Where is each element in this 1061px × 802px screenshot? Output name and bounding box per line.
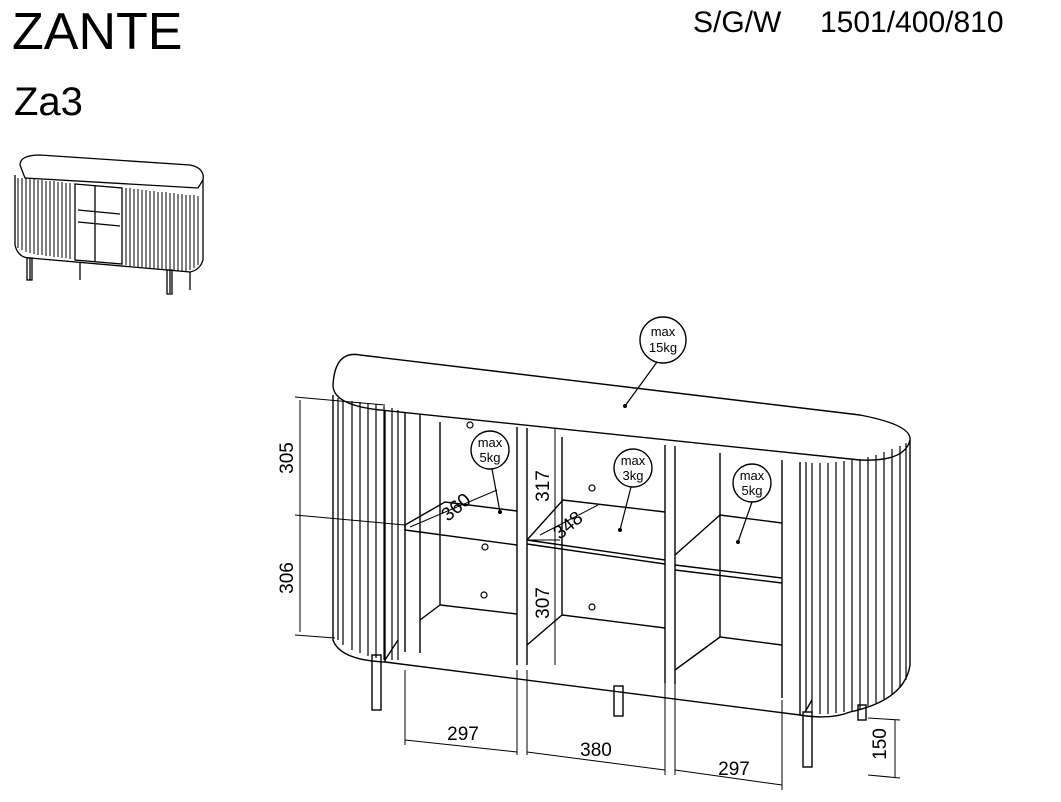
dim-mid-upper-height: 317 (533, 470, 554, 502)
load-label-top-line2: 15kg (649, 340, 677, 355)
product-title: ZANTE (12, 3, 183, 61)
load-label-mid-line1: max (621, 453, 646, 468)
load-label-right-line2: 5kg (742, 483, 763, 498)
load-label-mid-line2: 3kg (623, 468, 644, 483)
load-label-left-line1: max (478, 435, 503, 450)
load-label-right-line1: max (740, 468, 765, 483)
dimension-codes: S/G/W (693, 6, 782, 39)
dim-mid-lower-height: 307 (533, 587, 554, 619)
dim-left-shelf-depth: 360 (438, 490, 476, 526)
dim-left-width: 297 (447, 724, 479, 745)
load-label-left-line2: 5kg (480, 450, 501, 465)
overall-dimensions: 1501/400/810 (820, 6, 1004, 39)
load-label-top-line1: max (651, 324, 676, 339)
dim-right-width: 297 (718, 759, 750, 780)
dim-upper-height: 305 (277, 442, 298, 474)
model-code: Za3 (14, 80, 83, 124)
dim-lower-height: 306 (277, 562, 298, 594)
dim-leg-height: 150 (870, 728, 891, 760)
dim-mid-width: 380 (580, 740, 612, 761)
